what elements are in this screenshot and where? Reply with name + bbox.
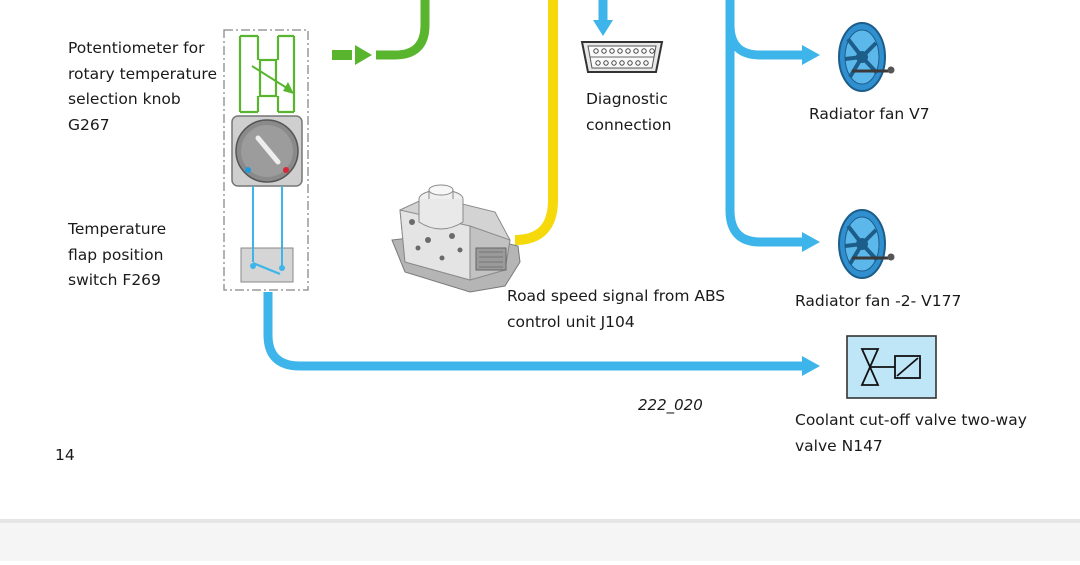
flap-switch-label: Temperature flap position switch F269: [68, 220, 167, 289]
valve-label: Coolant cut-off valve two-way valve N147: [795, 411, 1027, 455]
switch-symbol: [240, 186, 294, 283]
fan-v177-label: Radiator fan -2- V177: [795, 292, 962, 310]
rotary-knob: [231, 115, 303, 187]
abs-label: Road speed signal from ABS control unit …: [507, 287, 726, 331]
valve-symbol: [846, 335, 937, 399]
abs-unit-image: [391, 184, 521, 293]
potentiometer-label: Potentiometer for rotary temperature sel…: [68, 39, 217, 134]
figure-id: 222_020: [638, 396, 703, 414]
obd-connector-icon: [580, 41, 664, 73]
page-number: 14: [55, 446, 75, 464]
potentiometer-symbol: [238, 34, 296, 114]
fan-v7-label: Radiator fan V7: [809, 105, 930, 123]
page-footer-band: [0, 519, 1080, 561]
green-signal-path: [332, 0, 430, 65]
blue-valve-path: [263, 292, 820, 376]
radiator-fan-v177-icon: [838, 209, 895, 279]
blue-diagnostic-path: [593, 0, 613, 36]
radiator-fan-v7-icon: [838, 22, 895, 92]
diagnostic-label: Diagnostic connection: [586, 90, 672, 134]
yellow-signal-path: [514, 0, 558, 245]
temperature-control-unit: [223, 29, 309, 291]
blue-fan-paths: [725, 0, 820, 252]
